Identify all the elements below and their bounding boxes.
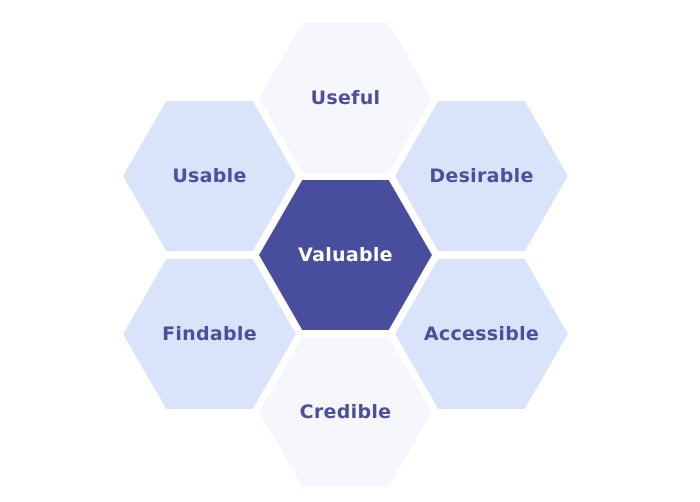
hex-cell-credible: Credible xyxy=(259,337,432,487)
hex-label-useful: Useful xyxy=(310,87,381,109)
hex-label-desirable: Desirable xyxy=(429,165,534,187)
hex-label-credible: Credible xyxy=(299,401,392,423)
hex-cell-accessible: Accessible xyxy=(395,259,568,409)
hex-label-findable: Findable xyxy=(162,323,257,345)
hex-cell-valuable: Valuable xyxy=(259,180,432,330)
hex-cell-desirable: Desirable xyxy=(395,101,568,251)
hex-label-valuable: Valuable xyxy=(298,244,393,266)
hex-label-usable: Usable xyxy=(172,165,247,187)
hex-cell-findable: Findable xyxy=(123,259,296,409)
hex-cell-useful: Useful xyxy=(259,23,432,173)
hex-label-accessible: Accessible xyxy=(423,323,540,345)
hex-cell-usable: Usable xyxy=(123,101,296,251)
